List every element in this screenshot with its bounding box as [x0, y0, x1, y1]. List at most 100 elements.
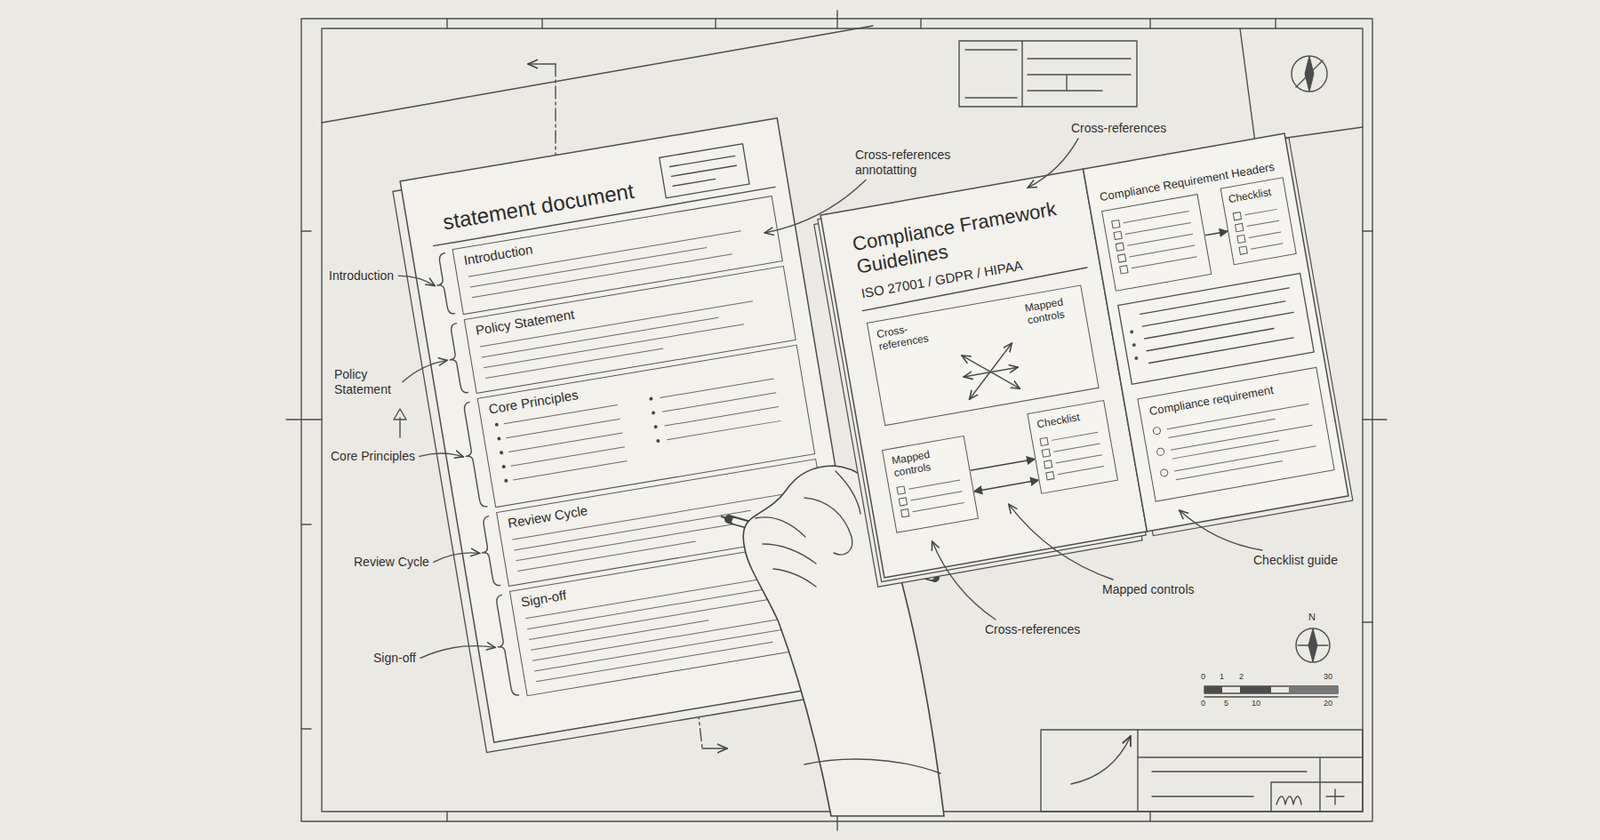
- callout-label: Cross-references: [1071, 120, 1167, 136]
- content-box: Mapped controls: [881, 435, 979, 534]
- text-holder: Checklist: [1227, 185, 1272, 206]
- text-line: [530, 619, 709, 650]
- section-brace: [476, 516, 501, 588]
- checkbox: [1111, 219, 1120, 229]
- text-holder: 2: [1239, 672, 1244, 682]
- checkbox: [1119, 264, 1128, 274]
- callout-label: Cross-references annotatting: [855, 147, 969, 178]
- scale-number: 0: [1200, 698, 1206, 709]
- text-holder: 5: [1224, 698, 1229, 709]
- node-text: Checklist: [1227, 185, 1272, 206]
- text-line: [1127, 233, 1193, 247]
- text-line: [1125, 222, 1192, 235]
- text-line: [1051, 432, 1098, 441]
- text-line: [1248, 231, 1282, 238]
- scale-bar: [1204, 686, 1338, 697]
- text-line: [505, 418, 620, 439]
- checkbox: [1039, 437, 1048, 447]
- text-holder: Mapped controls: [1011, 293, 1080, 329]
- scale-number: 0: [1200, 672, 1206, 682]
- corner-box: [659, 144, 750, 199]
- section-brace: [489, 594, 520, 697]
- text-line: [1168, 418, 1275, 439]
- checkbox: [898, 496, 908, 506]
- bullet-dot: [1134, 356, 1139, 361]
- text-line: [1131, 256, 1198, 269]
- text-holder: Mapped controls: [1102, 582, 1195, 598]
- checkbox: [1043, 459, 1053, 469]
- outer-frame: [301, 18, 1373, 822]
- text-holder: N: [1308, 611, 1316, 624]
- text-holder: Review Cycle: [353, 554, 430, 570]
- section-brace: [444, 323, 469, 395]
- bullet-dot: [504, 479, 509, 484]
- text-line: [659, 378, 774, 399]
- content-box: Checklist: [1220, 176, 1297, 265]
- text-holder: Sign-off: [520, 587, 568, 611]
- bullet-dot: [648, 396, 654, 401]
- text-line: [1246, 220, 1280, 227]
- text-holder: Cross-references: [1071, 120, 1167, 136]
- leader-line: [1179, 497, 1263, 564]
- connector-arrow: [969, 458, 1035, 471]
- checkbox: [1115, 242, 1125, 252]
- cross-arrow: [960, 343, 1020, 400]
- bullet-dot: [495, 422, 500, 427]
- bullet-dot: [499, 450, 504, 456]
- connector-arrow: [1205, 231, 1229, 236]
- callout-label: Cross-references: [984, 622, 1080, 638]
- text-line: [1055, 454, 1102, 464]
- text-lines: [1140, 288, 1298, 364]
- leader-line: [400, 360, 449, 382]
- scale-number: 10: [1251, 698, 1261, 709]
- checkbox: [1117, 253, 1127, 263]
- corner-box-lines: [670, 155, 739, 186]
- checkbox: [1041, 448, 1051, 457]
- node-text: Cross-references: [875, 315, 951, 353]
- text-holder: Cross-references: [984, 622, 1080, 638]
- text-holder: Mapped controls: [890, 442, 962, 480]
- checkbox: [1238, 245, 1248, 255]
- leader-line: [1020, 138, 1085, 188]
- callout-label: Sign-off: [373, 650, 416, 666]
- bullet-dot: [653, 424, 658, 430]
- node-text: Sign-off: [520, 587, 568, 611]
- circle-bullet: [1152, 425, 1161, 435]
- text-block: [1118, 272, 1314, 384]
- node-text: Mapped controls: [1011, 293, 1080, 329]
- checkbox: [1045, 471, 1055, 480]
- cross-arrow: [963, 367, 1018, 377]
- bullet-dot: [1131, 343, 1136, 348]
- text-line: [512, 460, 627, 480]
- callout-label: Checklist guide: [1253, 552, 1338, 568]
- node-text: Mapped controls: [890, 442, 962, 480]
- sheet: [400, 118, 872, 743]
- text-line: [662, 392, 776, 412]
- text-holder: Policy Statement: [334, 367, 399, 398]
- text-line: [910, 490, 962, 501]
- text-holder: Cross-references: [875, 315, 951, 353]
- text-holder: 0: [1200, 672, 1206, 682]
- text-line: [1053, 442, 1100, 452]
- sheet-edges: [321, 25, 1363, 143]
- title-block: [1040, 729, 1363, 812]
- callout-label: Policy Statement: [334, 367, 399, 398]
- text-line: [532, 617, 784, 661]
- text-holder: 20: [1323, 698, 1333, 709]
- text-line: [511, 446, 625, 466]
- text-line: [1176, 460, 1283, 480]
- leader-line: [419, 640, 496, 660]
- scale-number: 20: [1323, 698, 1333, 709]
- text-line: [1128, 245, 1195, 258]
- checkbox: [1112, 231, 1122, 240]
- text-holder: Sign-off: [373, 650, 416, 666]
- bullet-dot: [496, 436, 502, 441]
- leader-line: [419, 448, 464, 464]
- leader-line: [932, 532, 996, 628]
- text-line: [528, 595, 790, 640]
- text-holder: 30: [1323, 672, 1333, 682]
- scale-number: 5: [1224, 698, 1229, 709]
- scale-number: 1: [1219, 672, 1224, 682]
- bullet-dot: [651, 410, 656, 416]
